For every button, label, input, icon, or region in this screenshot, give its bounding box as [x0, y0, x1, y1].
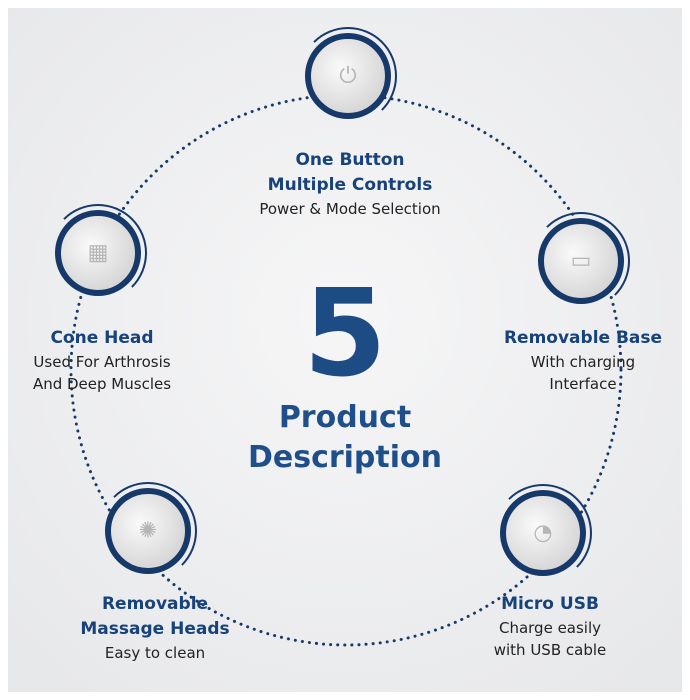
feature-desc: Used For Arthrosis: [33, 353, 171, 371]
feature-desc: with USB cable: [493, 641, 607, 659]
feature-title: One Button: [295, 150, 405, 170]
feature-desc: Charge easily: [498, 619, 602, 637]
feature-desc: And Deep Muscles: [32, 375, 172, 393]
feature-desc: Interface: [549, 375, 617, 393]
feature-one-button: One Button Multiple Controls Power & Mod…: [230, 148, 470, 220]
feature-title: Removable Base: [503, 328, 663, 348]
base-icon: ▭: [532, 212, 630, 310]
center-title-line1: Product: [278, 400, 412, 435]
feature-title: Removable: [101, 594, 209, 614]
feature-desc: Power & Mode Selection: [259, 200, 441, 218]
feature-title: Multiple Controls: [267, 175, 433, 195]
feature-massage-heads: Removable Massage Heads Easy to clean: [35, 592, 275, 664]
big-number: 5: [303, 265, 387, 404]
feature-title: Cone Head: [50, 328, 154, 348]
cone-head-icon: ▦: [49, 204, 147, 302]
feature-cone-head: Cone Head Used For Arthrosis And Deep Mu…: [0, 326, 222, 395]
center-title-line2: Description: [247, 440, 443, 475]
usb-icon: ◔: [494, 484, 592, 582]
feature-desc: Easy to clean: [104, 644, 206, 662]
feature-title: Massage Heads: [80, 619, 230, 639]
feature-removable-base: Removable Base With charging Interface: [463, 326, 690, 395]
feature-title: Micro USB: [501, 594, 599, 614]
feature-micro-usb: Micro USB Charge easily with USB cable: [430, 592, 670, 661]
feature-desc: With charging: [530, 353, 636, 371]
center-title: Product Description: [0, 398, 690, 478]
massage-heads-icon: ✺: [99, 482, 197, 580]
power-button-icon: ⏻: [299, 27, 397, 125]
